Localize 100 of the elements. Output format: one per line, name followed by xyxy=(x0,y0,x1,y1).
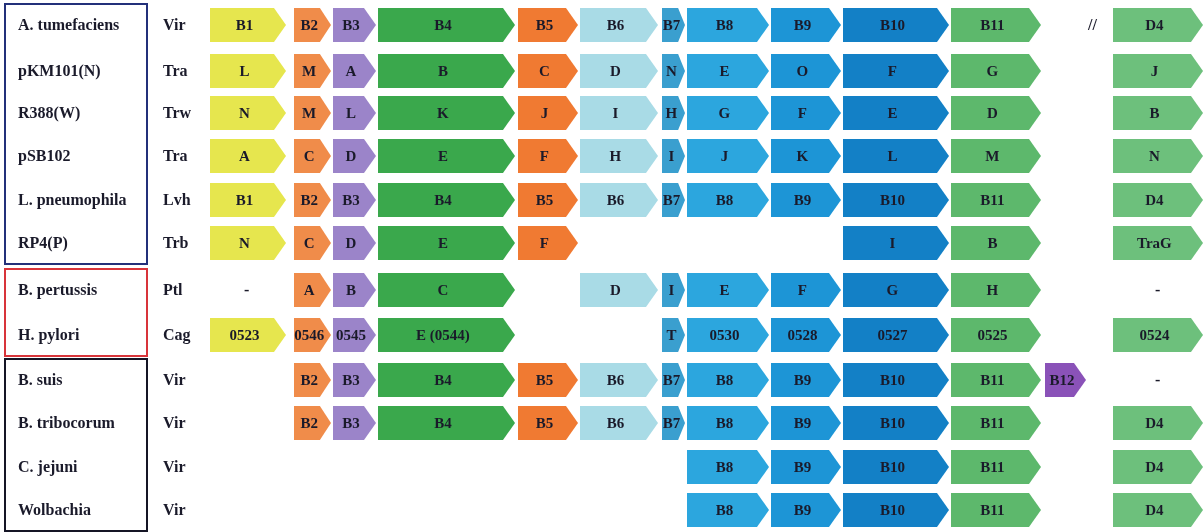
gene-segment: D xyxy=(951,96,1041,130)
gene-segment: G xyxy=(687,96,769,130)
organism-name: A. tumefaciens xyxy=(18,15,120,35)
gene-segment: K xyxy=(378,96,515,130)
gene-segment: B5 xyxy=(518,8,578,42)
gene-segment: 0545 xyxy=(333,318,376,352)
organism-name: Wolbachia xyxy=(18,500,91,520)
gene-segment: B9 xyxy=(771,183,841,217)
gene-segment: D4 xyxy=(1113,450,1203,484)
gene-segment: B8 xyxy=(687,363,769,397)
gene-segment: 0525 xyxy=(951,318,1041,352)
gene-segment: B1 xyxy=(210,183,286,217)
gene-segment: E (0544) xyxy=(378,318,515,352)
organism-name: R388(W) xyxy=(18,103,81,123)
gene-segment: B7 xyxy=(662,183,685,217)
gene-segment: 0546 xyxy=(294,318,331,352)
gene-segment: C xyxy=(378,273,515,307)
gene-segment: D4 xyxy=(1113,493,1203,527)
gene-segment: G xyxy=(951,54,1041,88)
gene-segment: B6 xyxy=(580,363,658,397)
gene-segment: B xyxy=(333,273,376,307)
gene-segment: F xyxy=(518,139,578,173)
absent-mark: - xyxy=(244,280,250,300)
gene-segment: 0527 xyxy=(843,318,949,352)
organism-name: pKM101(N) xyxy=(18,61,101,81)
gene-segment: B8 xyxy=(687,8,769,42)
gene-segment: B9 xyxy=(771,363,841,397)
gene-segment: B4 xyxy=(378,183,515,217)
gene-segment: E xyxy=(687,273,769,307)
system-name: Vir xyxy=(163,457,186,477)
gene-segment: G xyxy=(843,273,949,307)
gene-segment: D4 xyxy=(1113,183,1203,217)
gene-segment: A xyxy=(210,139,286,173)
gene-segment: B2 xyxy=(294,183,331,217)
gene-segment: A xyxy=(294,273,331,307)
gene-segment: H xyxy=(580,139,658,173)
gene-segment: B6 xyxy=(580,406,658,440)
organism-name: L. pneumophila xyxy=(18,190,127,210)
gene-segment: B xyxy=(951,226,1041,260)
system-name: Trw xyxy=(163,103,192,123)
gene-segment: B9 xyxy=(771,406,841,440)
gene-segment: B10 xyxy=(843,183,949,217)
gene-segment: B11 xyxy=(951,493,1041,527)
gene-segment: T xyxy=(662,318,685,352)
system-name: Lvh xyxy=(163,190,191,210)
gene-segment: M xyxy=(294,54,331,88)
absent-mark: - xyxy=(1155,280,1161,300)
gene-segment: C xyxy=(294,139,331,173)
gene-segment: B3 xyxy=(333,183,376,217)
gene-segment: H xyxy=(662,96,685,130)
gene-segment: B8 xyxy=(687,493,769,527)
gene-segment: C xyxy=(518,54,578,88)
gene-segment: F xyxy=(771,96,841,130)
gene-segment: D4 xyxy=(1113,8,1203,42)
gene-segment: H xyxy=(951,273,1041,307)
gene-segment: 0523 xyxy=(210,318,286,352)
break-mark: // xyxy=(1088,15,1097,35)
gene-segment: 0528 xyxy=(771,318,841,352)
gene-segment: D4 xyxy=(1113,406,1203,440)
gene-segment: A xyxy=(333,54,376,88)
gene-segment: N xyxy=(1113,139,1203,173)
gene-segment: B10 xyxy=(843,450,949,484)
gene-segment: B2 xyxy=(294,8,331,42)
gene-segment: B10 xyxy=(843,363,949,397)
gene-segment: B3 xyxy=(333,8,376,42)
gene-segment: B7 xyxy=(662,8,685,42)
system-name: Trb xyxy=(163,233,189,253)
group-frame xyxy=(4,268,148,357)
gene-segment: B9 xyxy=(771,450,841,484)
gene-segment: I xyxy=(662,273,685,307)
gene-segment: E xyxy=(378,139,515,173)
gene-segment: B8 xyxy=(687,450,769,484)
gene-segment: K xyxy=(771,139,841,173)
organism-name: B. tribocorum xyxy=(18,413,115,433)
gene-segment: N xyxy=(210,226,286,260)
system-name: Tra xyxy=(163,146,188,166)
organism-name: B. suis xyxy=(18,370,63,390)
gene-segment: N xyxy=(662,54,685,88)
gene-segment: B4 xyxy=(378,8,515,42)
system-name: Vir xyxy=(163,15,186,35)
gene-segment: M xyxy=(951,139,1041,173)
organism-name: B. pertussis xyxy=(18,280,98,300)
gene-segment: I xyxy=(580,96,658,130)
gene-segment: B3 xyxy=(333,363,376,397)
organism-name: RP4(P) xyxy=(18,233,68,253)
gene-segment: B2 xyxy=(294,363,331,397)
system-name: Tra xyxy=(163,61,188,81)
gene-segment: J xyxy=(1113,54,1203,88)
gene-segment: B9 xyxy=(771,8,841,42)
gene-segment: J xyxy=(518,96,578,130)
gene-segment: B11 xyxy=(951,450,1041,484)
gene-segment: C xyxy=(294,226,331,260)
organism-name: C. jejuni xyxy=(18,457,78,477)
gene-segment: F xyxy=(843,54,949,88)
gene-segment: B10 xyxy=(843,493,949,527)
gene-segment: B7 xyxy=(662,363,685,397)
gene-segment: E xyxy=(687,54,769,88)
gene-segment: B12 xyxy=(1045,363,1086,397)
gene-segment: B11 xyxy=(951,8,1041,42)
gene-segment: D xyxy=(580,273,658,307)
